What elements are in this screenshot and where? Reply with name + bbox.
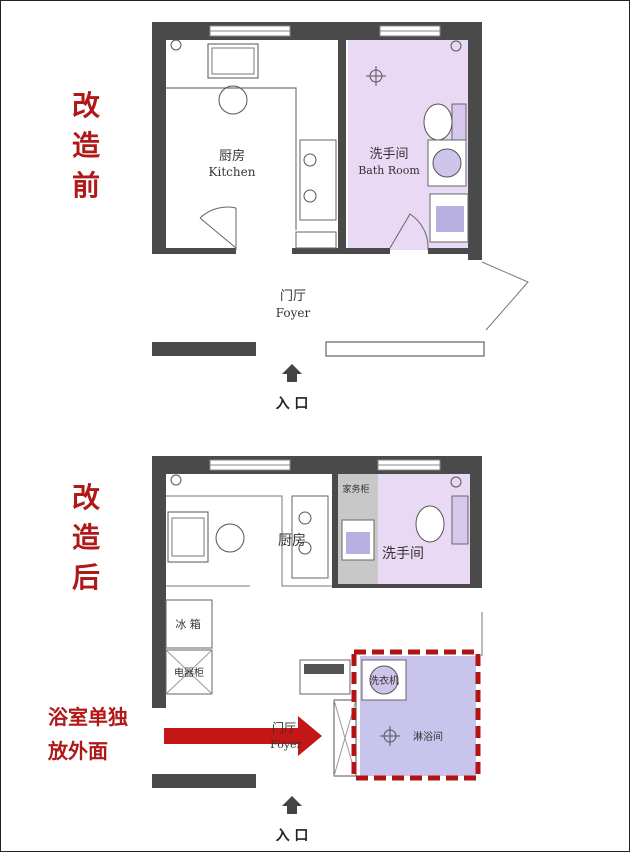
right-wall (468, 22, 482, 260)
bathroom-note: 浴室单独 放外面 (48, 700, 128, 768)
plan-before: 厨房 Kitchen 洗手间 Bath Room 门厅 Foyer 入 口 (152, 22, 529, 412)
foyer-label-en: Foyer (276, 306, 311, 320)
foyer-wall-left (152, 342, 256, 356)
toilet (423, 103, 453, 141)
person-figure (218, 85, 248, 115)
foyer-label-cn-after: 门厅 (272, 720, 296, 735)
foyer-wall-right (325, 341, 485, 357)
caption-before-char: 前 (72, 169, 101, 202)
right-wall-after (470, 456, 482, 588)
bath-label-cn: 洗手间 (369, 147, 408, 162)
caption-before-char: 改 (72, 89, 101, 122)
fridge (165, 599, 213, 649)
bath-label-en: Bath Room (358, 164, 420, 177)
cabinet-label: 家务柜 (342, 483, 369, 495)
bathroom-note-line: 浴室单独 (48, 705, 128, 729)
caption-after-char: 后 (72, 561, 101, 594)
caption-before-char: 造 (72, 129, 101, 162)
plan-after: 厨房 洗手间 家务柜 冰 箱 电器柜 洗衣机 淋浴间 门厅 Foyer 入 口 (152, 456, 483, 844)
bathroom-note-line: 放外面 (48, 739, 108, 763)
partition-wall (338, 40, 346, 254)
kitchen-sink (207, 43, 259, 79)
entrance-arrow-icon (282, 364, 302, 382)
caption-after-char: 造 (72, 521, 101, 554)
foyer-label-cn: 门厅 (280, 289, 306, 304)
bathroom-highlight-box (351, 649, 481, 781)
bath-label-after: 洗手间 (382, 546, 424, 562)
stove (299, 139, 337, 221)
fridge-label: 冰 箱 (175, 617, 201, 631)
shower-label: 淋浴间 (413, 730, 443, 743)
kitchen-label-after: 厨房 (278, 533, 306, 549)
entrance-label-after: 入 口 (276, 828, 309, 844)
left-wall-after (152, 456, 166, 708)
entrance-label: 入 口 (276, 396, 309, 412)
caption-before: 改 造 前 (72, 86, 100, 206)
kitchen-label-en: Kitchen (209, 165, 256, 179)
meter-cabinet-label: 电器柜 (174, 666, 204, 679)
caption-after: 改 造 后 (72, 478, 100, 598)
red-arrow (164, 716, 322, 756)
left-wall (152, 22, 166, 254)
washer-label: 洗衣机 (369, 674, 399, 687)
foyer-label-en-after: Foyer (270, 738, 302, 751)
entrance-arrow-icon-after (282, 796, 302, 814)
caption-after-char: 改 (72, 481, 101, 514)
kitchen-label-cn: 厨房 (219, 148, 245, 164)
